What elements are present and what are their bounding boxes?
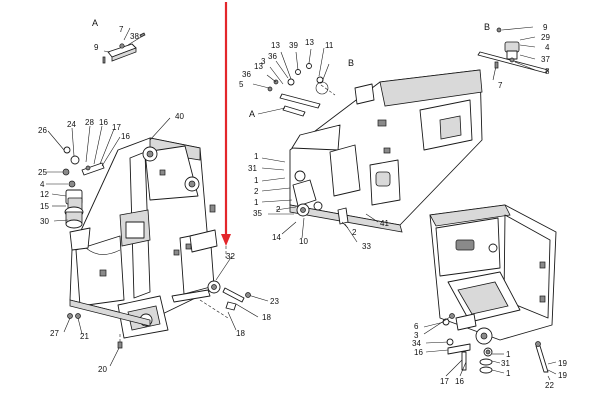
callout-b-7: 7 bbox=[498, 81, 503, 90]
detail-b-title: B bbox=[484, 22, 490, 32]
callout-left-30: 30 bbox=[40, 217, 49, 226]
callout-main-1a: 1 bbox=[254, 152, 259, 161]
detail-a-assembly bbox=[102, 27, 146, 64]
callout-b-8: 8 bbox=[545, 67, 550, 76]
callout-left-24: 24 bbox=[67, 120, 76, 129]
main-top-leaders bbox=[252, 47, 379, 243]
detail-b-assembly bbox=[477, 26, 549, 81]
callout-left-16a: 16 bbox=[99, 118, 108, 127]
callout-main-2a: 2 bbox=[254, 187, 259, 196]
callout-right-19a: 19 bbox=[558, 359, 567, 368]
callout-right-6: 6 bbox=[414, 322, 419, 331]
callout-right-17: 17 bbox=[440, 377, 449, 386]
callout-main-1c: 1 bbox=[254, 198, 259, 207]
callout-left-27: 27 bbox=[50, 329, 59, 338]
callout-main-36b: 36 bbox=[242, 70, 251, 79]
callout-right-1b: 1 bbox=[506, 369, 511, 378]
callout-main-b: B bbox=[348, 58, 354, 68]
callout-b-9: 9 bbox=[543, 23, 548, 32]
callout-main-36a: 36 bbox=[268, 52, 277, 61]
callout-main-11: 11 bbox=[325, 41, 334, 50]
main-frame-assembly bbox=[69, 137, 218, 339]
callout-main-13c: 13 bbox=[254, 62, 263, 71]
callout-left-21: 21 bbox=[80, 332, 89, 341]
callout-main-2b: 2 bbox=[276, 205, 281, 214]
detail-a-title: A bbox=[92, 18, 98, 28]
linkage-parts bbox=[267, 63, 336, 117]
callout-left-18a: 18 bbox=[262, 313, 271, 322]
callout-left-23: 23 bbox=[270, 297, 279, 306]
callout-main-14: 14 bbox=[272, 233, 281, 242]
callout-main-13a: 13 bbox=[271, 41, 280, 50]
callout-left-20: 20 bbox=[98, 365, 107, 374]
callout-main-35: 35 bbox=[253, 209, 262, 218]
callout-left-12: 12 bbox=[40, 190, 49, 199]
callout-right-34: 34 bbox=[412, 339, 421, 348]
callout-main-31: 31 bbox=[248, 164, 257, 173]
sub-frame-assembly bbox=[289, 69, 483, 233]
callout-main-33: 33 bbox=[362, 242, 371, 251]
callout-left-16b: 16 bbox=[121, 132, 130, 141]
callout-left-26: 26 bbox=[38, 126, 47, 135]
callout-main-2c: 2 bbox=[352, 228, 357, 237]
callout-right-16b: 16 bbox=[455, 377, 464, 386]
callout-right-3: 3 bbox=[414, 331, 419, 340]
callout-b-29: 29 bbox=[541, 33, 550, 42]
callout-b-4: 4 bbox=[545, 43, 550, 52]
callout-main-39: 39 bbox=[289, 41, 298, 50]
callout-a-7: 7 bbox=[119, 25, 124, 34]
callout-left-17: 17 bbox=[112, 123, 121, 132]
callout-main-1b: 1 bbox=[254, 176, 259, 185]
hydraulic-fittings bbox=[67, 280, 251, 349]
callout-main-5: 5 bbox=[239, 80, 244, 89]
rear-leaders bbox=[423, 316, 557, 381]
callout-a-9: 9 bbox=[94, 43, 99, 52]
callout-left-40: 40 bbox=[175, 112, 184, 121]
valve-assembly bbox=[62, 146, 121, 255]
callout-right-22: 22 bbox=[545, 381, 554, 390]
rear-hardware bbox=[442, 313, 549, 374]
callout-a-38: 38 bbox=[130, 32, 139, 41]
callout-main-10: 10 bbox=[299, 237, 308, 246]
callout-left-25: 25 bbox=[38, 168, 47, 177]
red-pointer-arrow bbox=[221, 2, 231, 246]
callout-left-4: 4 bbox=[40, 180, 45, 189]
callout-right-16a: 16 bbox=[414, 348, 423, 357]
callout-main-a: A bbox=[249, 109, 255, 119]
callout-right-19b: 19 bbox=[558, 371, 567, 380]
callout-left-28: 28 bbox=[85, 118, 94, 127]
callout-right-1a: 1 bbox=[506, 350, 511, 359]
callout-main-41: 41 bbox=[380, 219, 389, 228]
callout-left-15: 15 bbox=[40, 202, 49, 211]
callout-left-32: 32 bbox=[226, 252, 235, 261]
callout-right-31: 31 bbox=[501, 359, 510, 368]
callout-main-13b: 13 bbox=[305, 38, 314, 47]
rear-frame-assembly bbox=[429, 204, 557, 345]
callout-main-3: 3 bbox=[261, 57, 266, 66]
callout-left-18b: 18 bbox=[236, 329, 245, 338]
callout-b-37: 37 bbox=[541, 55, 550, 64]
